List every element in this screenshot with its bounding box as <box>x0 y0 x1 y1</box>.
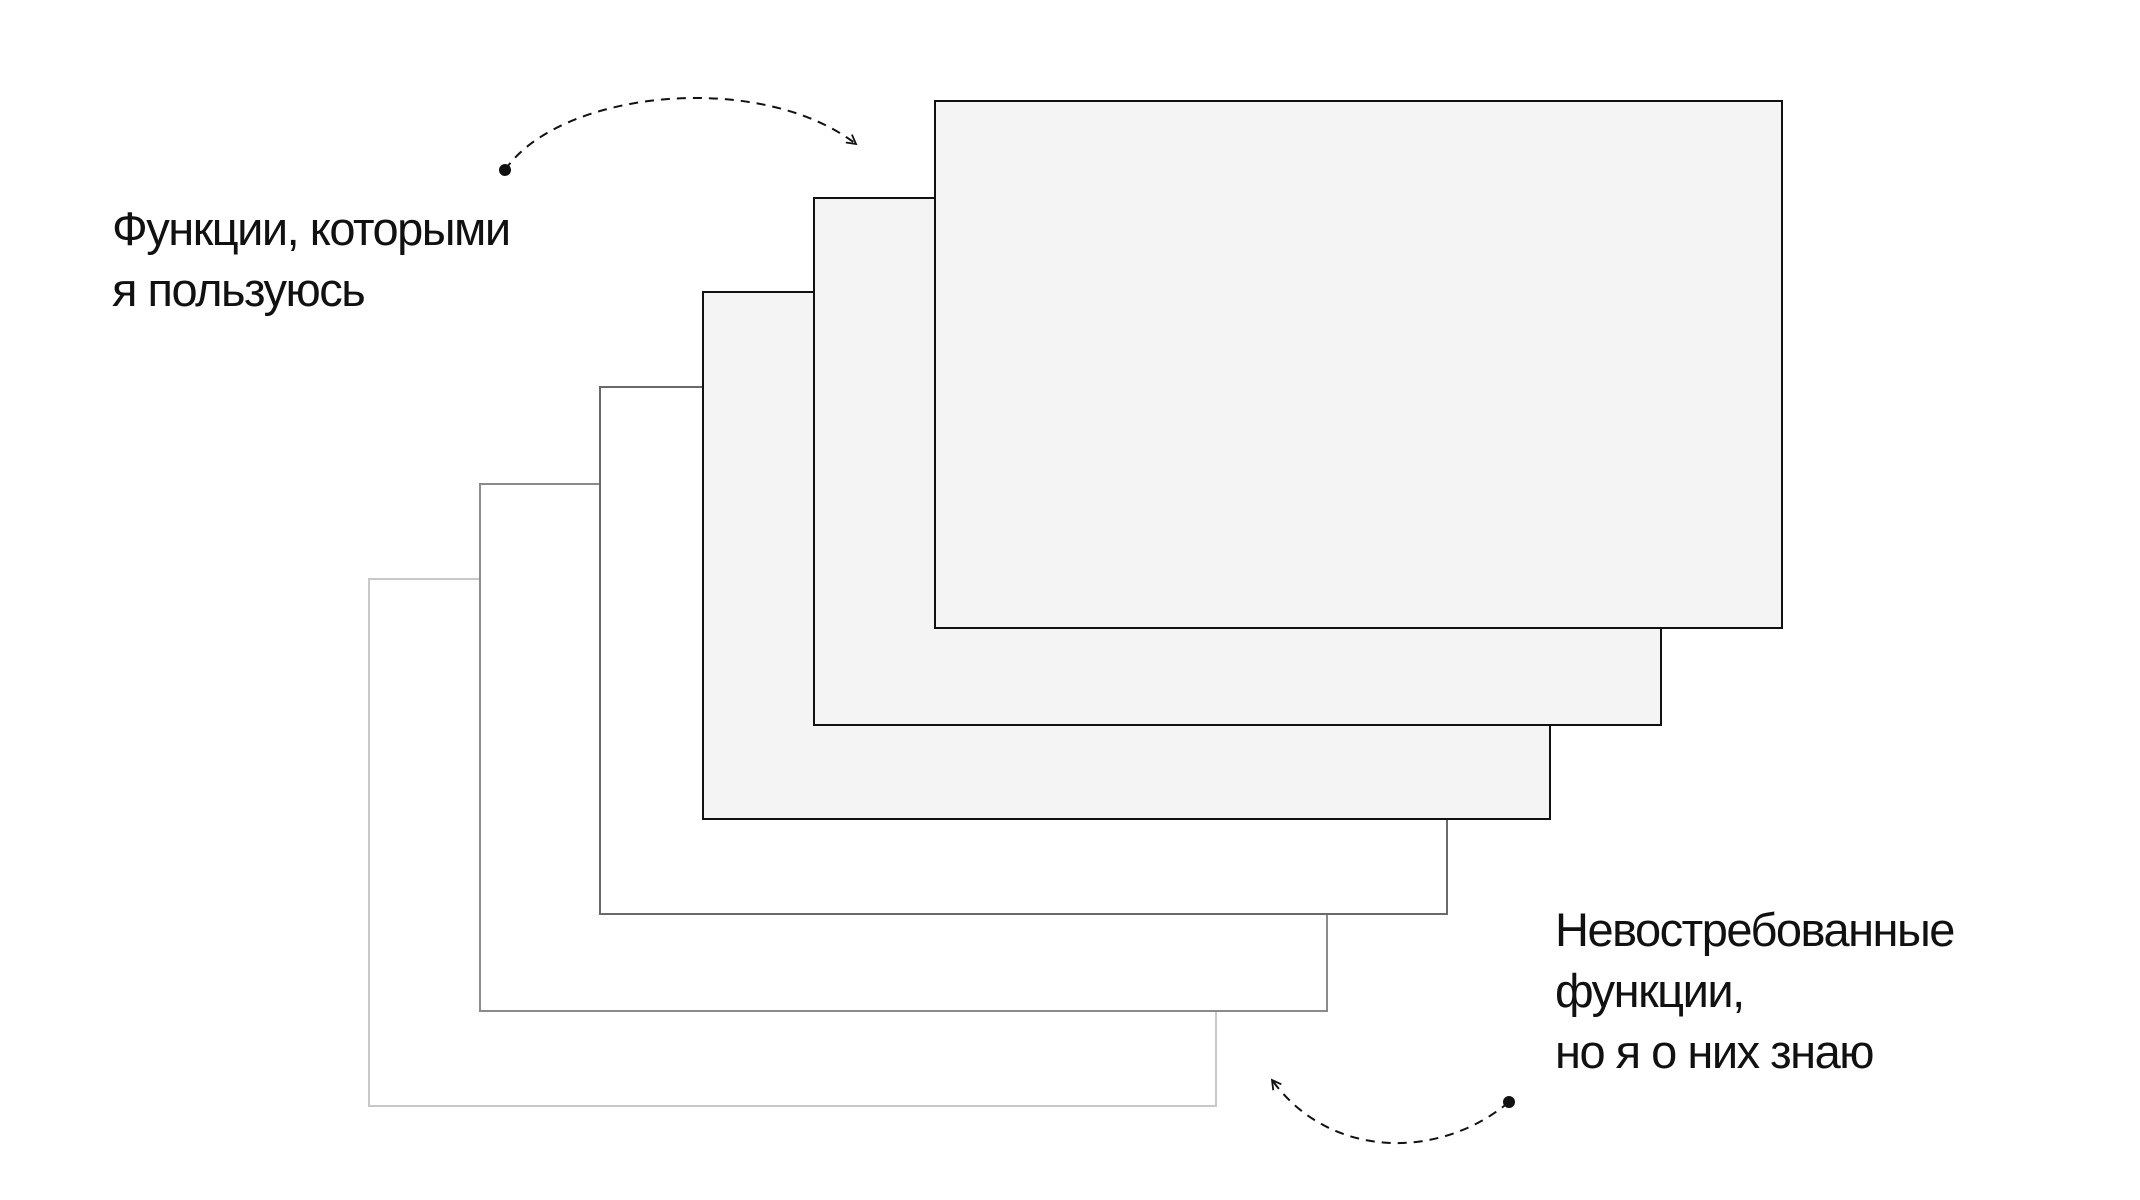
unused-features-label-line-3: но я о них знаю <box>1555 1025 1875 1078</box>
used-features-label: Функции, которыми я пользуюсь <box>112 198 511 320</box>
unused-features-label: Невостребованные функции, но я о них зна… <box>1555 899 1955 1082</box>
used-feature-layer-3 <box>934 100 1783 629</box>
unused-features-label-line-2: функции, <box>1555 964 1745 1017</box>
used-features-label-line-1: Функции, которыми <box>112 202 511 255</box>
unused-features-arrow <box>1270 1078 1510 1145</box>
used-features-arrow <box>504 96 858 171</box>
unused-features-label-line-1: Невостребованные <box>1555 903 1955 956</box>
used-features-label-line-2: я пользуюсь <box>112 263 366 316</box>
